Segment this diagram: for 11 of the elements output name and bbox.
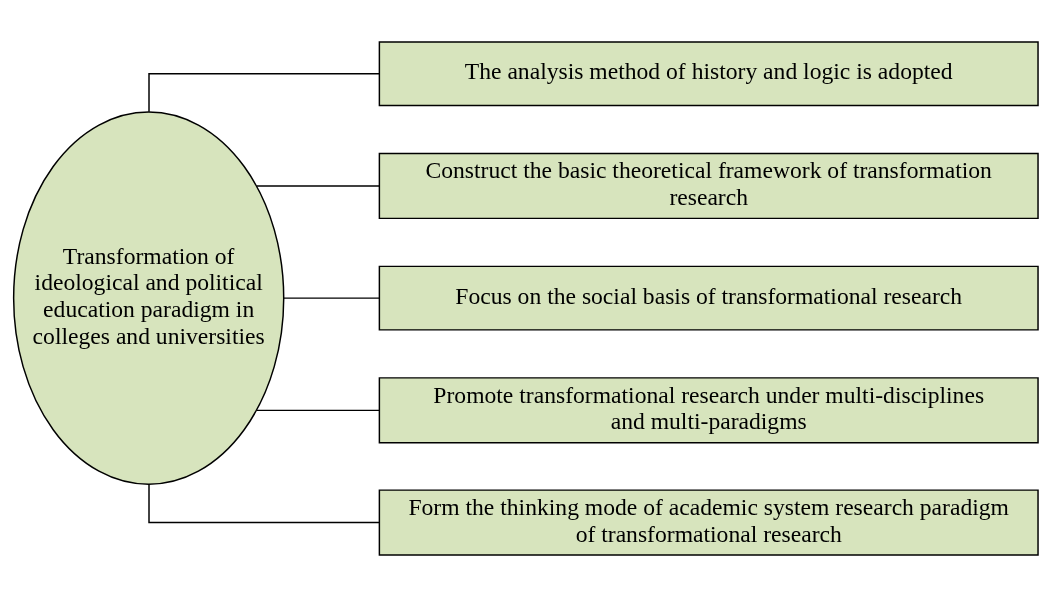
- connector: [148, 483, 380, 524]
- connector: [255, 409, 380, 412]
- node-box: Promote transformational research under multi-disciplines and multi-paradigms: [378, 377, 1039, 444]
- connector: [148, 72, 380, 113]
- node-box: Focus on the social basis of transformational research: [378, 265, 1039, 331]
- connector: [282, 297, 381, 299]
- node-box: The analysis method of history and logic is adopted: [378, 41, 1039, 107]
- node-box: Construct the basic theoretical framework of transformation research: [378, 152, 1039, 220]
- connector: [255, 185, 380, 187]
- node-box: Form the thinking mode of academic system research paradigm of transformational research: [378, 489, 1039, 556]
- node-ellipse: Transformation of ideological and political education paradigm in colleges and universities: [12, 111, 285, 485]
